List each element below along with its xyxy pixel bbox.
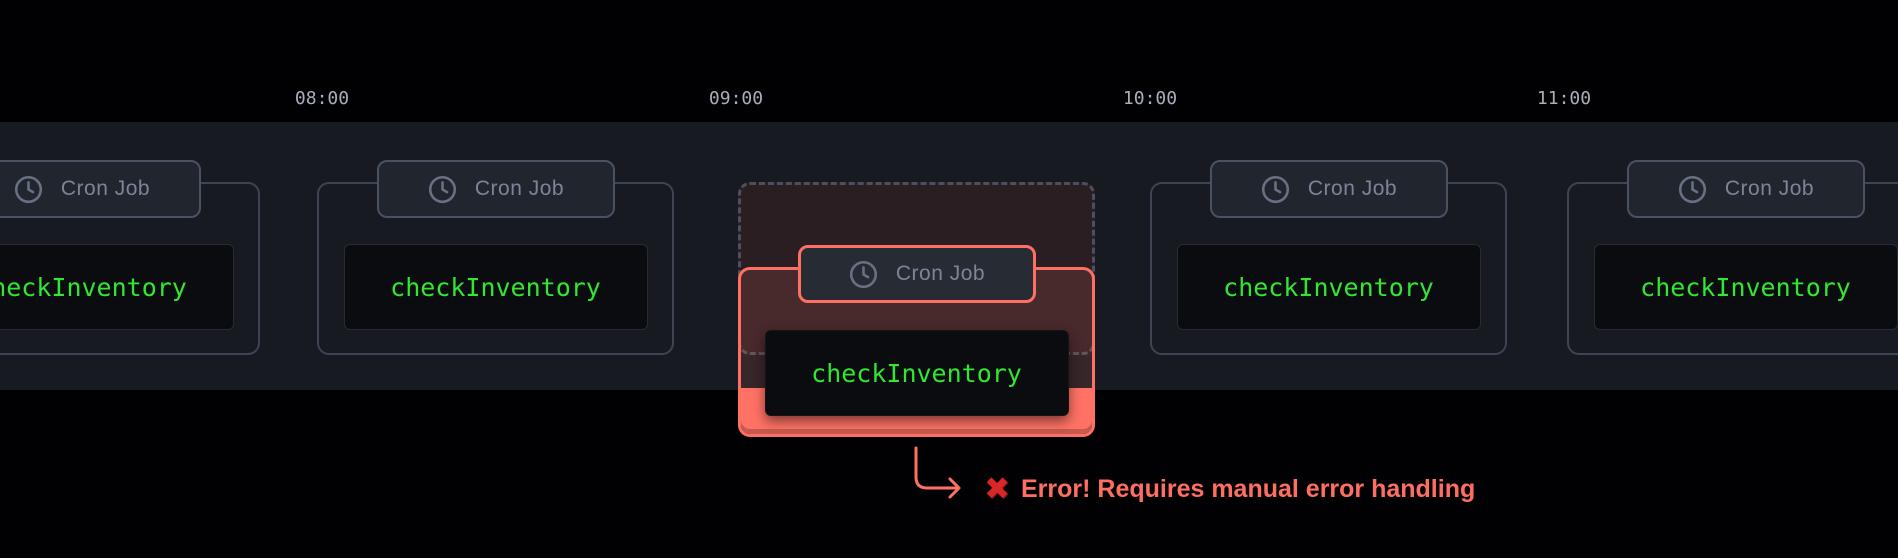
cron-job-badge: Cron Job [1209,160,1448,218]
job-name-box: checkInventory [0,244,234,330]
clock-icon [1261,175,1289,203]
cron-job-badge: Cron Job [1626,160,1865,218]
badge-label: Cron Job [60,177,151,200]
clock-icon [1678,175,1706,203]
error-cron-job-card: Cron Job checkInventory [738,245,1095,437]
cron-job-card: Cron Job checkInventory [1150,160,1507,355]
cron-job-card: Cron Job checkInventory [1567,160,1898,355]
badge-label: Cron Job [1724,177,1815,200]
badge-label: Cron Job [1307,177,1398,200]
time-tick-0900: 09:00 [708,88,764,109]
job-name: checkInventory [390,272,601,302]
time-tick-1100: 11:00 [1536,88,1592,109]
badge-label: Cron Job [895,262,986,285]
error-arrow [914,446,961,499]
job-name-box: checkInventory [764,330,1069,416]
job-name-box: checkInventory [1593,244,1898,330]
error-annotation: ✖ Error! Requires manual error handling [984,471,1475,507]
job-name: checkInventory [0,272,187,302]
time-tick-0800: 08:00 [294,88,350,109]
cron-job-badge: Cron Job [376,160,615,218]
cron-job-badge-error: Cron Job [797,245,1036,303]
clock-icon [14,175,42,203]
time-tick-1000: 10:00 [1122,88,1178,109]
cross-mark-icon: ✖ [984,470,1010,507]
cron-job-badge: Cron Job [0,160,201,218]
job-name: checkInventory [1640,272,1851,302]
job-name-box: checkInventory [343,244,648,330]
cron-job-card: Cron Job checkInventory [0,160,260,355]
job-name-box: checkInventory [1176,244,1481,330]
clock-icon [849,260,877,288]
cron-job-card: Cron Job checkInventory [317,160,674,355]
clock-icon [428,175,456,203]
error-message: Error! Requires manual error handling [1020,474,1476,503]
job-name: checkInventory [1223,272,1434,302]
job-name: checkInventory [811,358,1022,388]
badge-label: Cron Job [474,177,565,200]
